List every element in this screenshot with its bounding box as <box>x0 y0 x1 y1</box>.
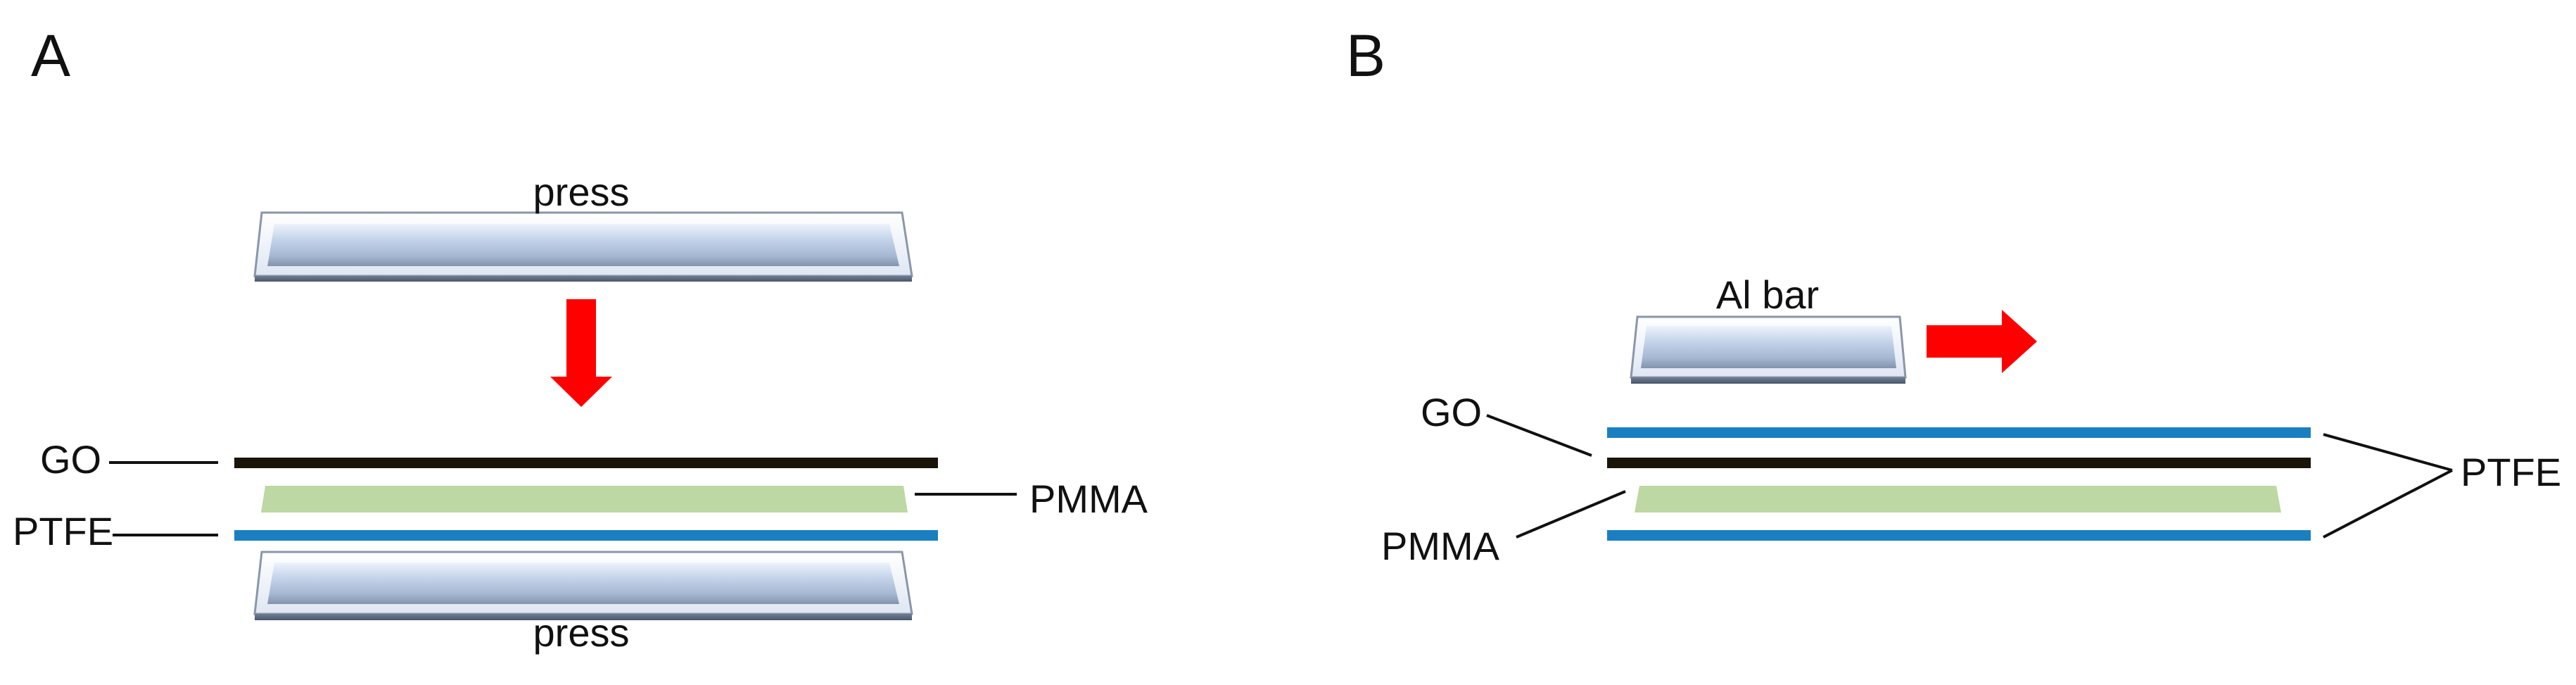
ptfe-layer-b-top <box>1607 427 2311 438</box>
ptfe-label-a: PTFE <box>13 509 113 553</box>
bottom-press-plate <box>253 551 913 620</box>
ptfe-leader-b-bottom <box>2323 469 2453 539</box>
panel-a: A press press GO PTFE PMMA <box>13 23 1148 655</box>
panel-b-letter: B <box>1346 23 1385 89</box>
top-press-plate <box>253 211 913 282</box>
pmma-layer-a <box>261 486 908 513</box>
go-layer-b <box>1607 458 2311 468</box>
top-press-label: press <box>533 170 630 214</box>
pmma-label-a: PMMA <box>1029 477 1148 521</box>
go-leader-b <box>1486 414 1592 457</box>
pmma-leader-b <box>1516 490 1626 539</box>
go-label-b: GO <box>1421 390 1482 434</box>
slide-right-arrow <box>1927 310 2037 373</box>
al-bar <box>1630 315 1907 384</box>
panel-a-letter: A <box>31 23 70 89</box>
panel-b: B Al bar GO PMMA PTFE <box>1346 23 2561 568</box>
pmma-label-b: PMMA <box>1381 524 1500 568</box>
al-bar-label: Al bar <box>1716 272 1819 317</box>
ptfe-leader-b-top <box>2323 433 2453 472</box>
go-layer-a <box>234 458 938 468</box>
press-down-arrow <box>550 299 612 407</box>
ptfe-layer-b-bottom <box>1607 530 2311 541</box>
pmma-layer-b <box>1635 486 2281 513</box>
go-label-a: GO <box>40 437 101 482</box>
ptfe-label-b: PTFE <box>2461 450 2561 494</box>
bottom-press-label: press <box>533 610 630 655</box>
ptfe-layer-a <box>234 530 938 541</box>
